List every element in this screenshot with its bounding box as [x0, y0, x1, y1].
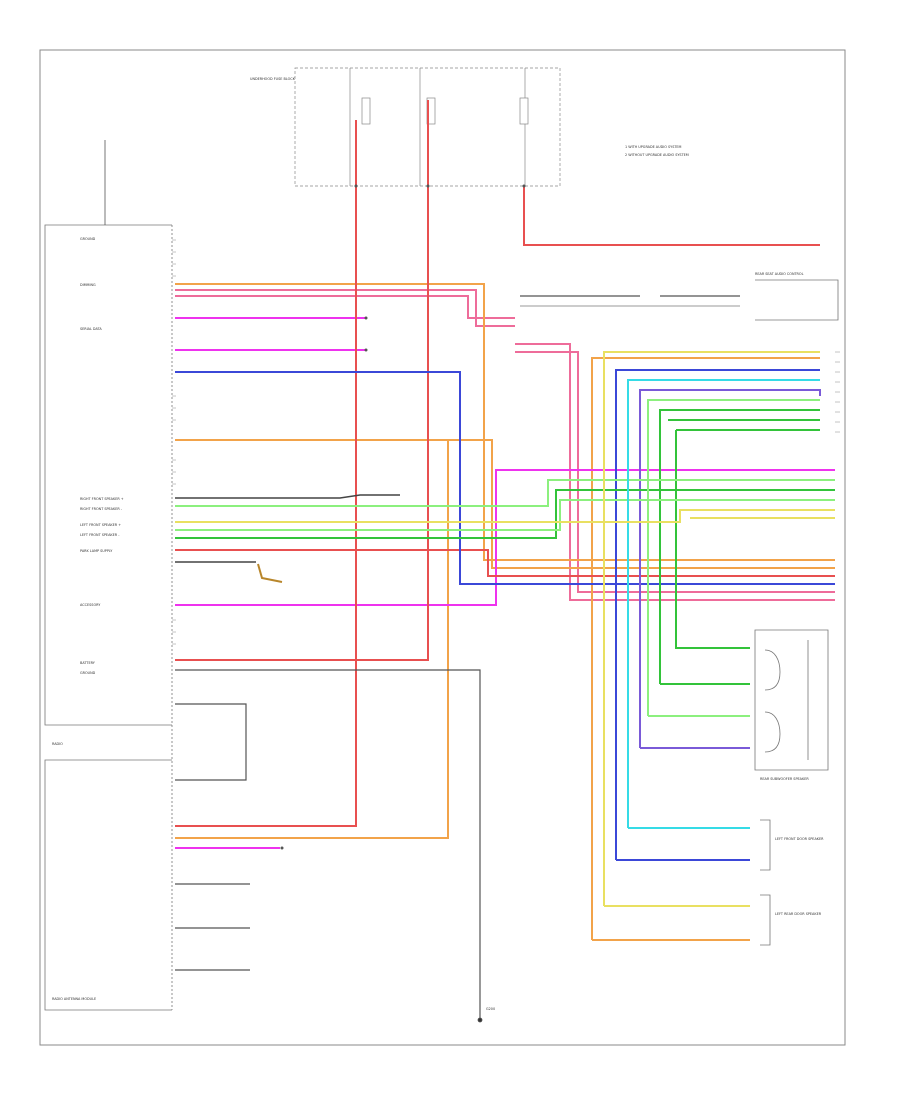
label-rear-subwoofer: REAR SUBWOOFER SPEAKER — [760, 777, 809, 781]
rear-seat-audio-box — [755, 279, 839, 321]
diagram-frame — [39, 49, 846, 1046]
label-fuse-block: UNDERHOOD FUSE BLOCK — [250, 77, 296, 81]
wire-yellow-1 — [175, 509, 835, 523]
label-left-front-speaker: LEFT FRONT DOOR SPEAKER — [775, 837, 824, 841]
wire-green-1 — [175, 489, 835, 539]
wire-red-4 — [523, 186, 820, 246]
wire-orange-2 — [175, 439, 835, 569]
wire-black-1 — [175, 494, 400, 499]
note-1: 1 WITH UPGRADE AUDIO SYSTEM — [625, 145, 682, 149]
wire-pink-3 — [515, 343, 835, 601]
connector-dots — [280, 184, 526, 850]
wire-pink-2 — [175, 289, 515, 327]
label-rear-seat-audio: REAR SEAT AUDIO CONTROL — [755, 272, 804, 276]
wire-red-1 — [175, 120, 357, 827]
right-connector-ticks — [835, 351, 840, 433]
radio-pin-label: DIMMING — [80, 283, 96, 287]
wire-green-6 — [675, 430, 750, 649]
left-rear-door-speaker — [760, 894, 771, 946]
radio-pin-label: LEFT FRONT SPEAKER + — [80, 523, 121, 527]
wire-violet-1 — [639, 389, 821, 748]
radio-component — [44, 224, 173, 1011]
left-front-door-speaker — [760, 819, 771, 871]
radio-pin-label: LEFT FRONT SPEAKER - — [80, 533, 120, 537]
wire-red-2 — [175, 100, 429, 661]
wire-black-4 — [175, 703, 247, 781]
wire-pink-1 — [175, 295, 515, 319]
wire-green-2 — [659, 409, 820, 684]
radio-pin-label: RIGHT FRONT SPEAKER - — [80, 507, 123, 511]
radio-pin-label: BATTERY — [80, 661, 96, 665]
ground-symbol — [477, 1017, 483, 1023]
wire-red-3 — [175, 549, 835, 577]
radio-pin-label: RIGHT FRONT SPEAKER + — [80, 497, 124, 501]
label-radio: RADIO — [52, 742, 63, 746]
wire-brown-1 — [257, 563, 283, 583]
radio-pin-label: GROUND — [80, 237, 96, 241]
label-antenna-module: RADIO ANTENNA MODULE — [52, 997, 96, 1001]
label-ground: G200 — [486, 1007, 495, 1011]
wire-blue-1 — [175, 371, 835, 585]
label-left-rear-speaker: LEFT REAR DOOR SPEAKER — [775, 912, 822, 916]
wire-orange-4 — [591, 357, 820, 940]
wire-lightgreen-1 — [175, 479, 835, 507]
radio-pin-label: ACCESSORY — [80, 603, 101, 607]
note-2: 2 WITHOUT UPGRADE AUDIO SYSTEM — [625, 153, 689, 157]
wire-pink-4 — [515, 351, 835, 593]
radio-pin-label: PARK LAMP SUPPLY — [80, 549, 113, 553]
wire-yellow-2 — [603, 351, 820, 906]
wire-cyan-1 — [627, 379, 820, 828]
wire-lightgreen-2 — [175, 499, 835, 531]
wire-black-3 — [175, 669, 481, 1018]
wire-orange-3 — [175, 440, 449, 839]
radio-pin-label: SERIAL DATA — [80, 327, 102, 331]
wire-blue-2 — [615, 369, 820, 860]
rear-subwoofer-speaker — [754, 629, 829, 771]
radio-pin-label: GROUND — [80, 671, 96, 675]
wire-lightgreen-3 — [647, 399, 820, 716]
radio-pin-ticks — [172, 239, 176, 645]
